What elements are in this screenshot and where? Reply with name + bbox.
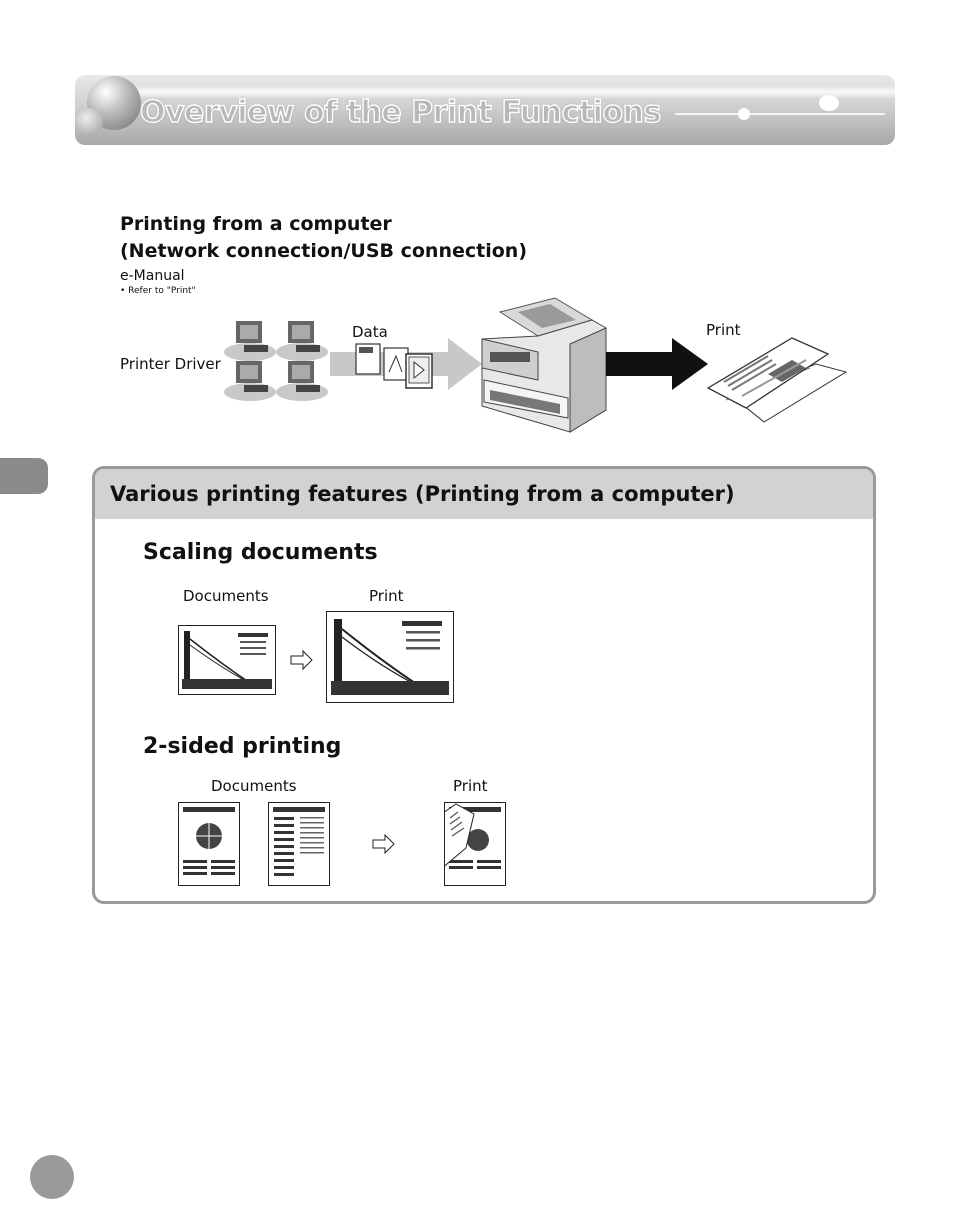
printer-driver-label: Printer Driver	[120, 355, 221, 373]
printed-pages-illustration	[706, 336, 848, 428]
two-sided-documents-label: Documents	[211, 777, 297, 795]
arrow-right-icon	[290, 650, 314, 670]
scaling-heading: Scaling documents	[143, 540, 378, 565]
banner-dot	[819, 95, 839, 111]
page-title: Overview of the Print Functions	[140, 95, 661, 130]
e-manual-label: e-Manual	[120, 268, 185, 284]
e-manual-reference: • Refer to "Print"	[120, 286, 196, 296]
scaling-document-original-icon	[178, 625, 276, 695]
page-number-marker	[30, 1155, 74, 1199]
computer-icon	[224, 321, 276, 361]
computer-icon	[224, 361, 276, 401]
chapter-tab	[0, 458, 48, 494]
computer-icon	[276, 321, 328, 361]
scaling-print-label: Print	[369, 587, 404, 605]
printer-illustration	[480, 294, 610, 434]
print-output-arrow-icon	[606, 338, 708, 390]
computers-illustration	[222, 318, 332, 402]
two-sided-heading: 2-sided printing	[143, 734, 341, 759]
section-heading: Printing from a computer	[120, 211, 392, 238]
scaling-documents-label: Documents	[183, 587, 269, 605]
two-sided-print-label: Print	[453, 777, 488, 795]
banner-dot	[738, 108, 750, 120]
features-header: Various printing features (Printing from…	[95, 469, 873, 519]
banner-line	[675, 113, 885, 115]
banner-small-sphere-icon	[75, 108, 103, 136]
section-subheading: (Network connection/USB connection)	[120, 238, 527, 265]
arrow-right-icon	[372, 834, 396, 854]
features-title: Various printing features (Printing from…	[110, 482, 735, 506]
scaling-print-enlarged-icon	[326, 611, 454, 703]
two-sided-document-front-icon	[178, 802, 240, 886]
two-sided-document-back-icon	[268, 802, 330, 886]
two-sided-print-icon	[444, 802, 506, 886]
data-files-icon	[356, 342, 436, 390]
computer-icon	[276, 361, 328, 401]
